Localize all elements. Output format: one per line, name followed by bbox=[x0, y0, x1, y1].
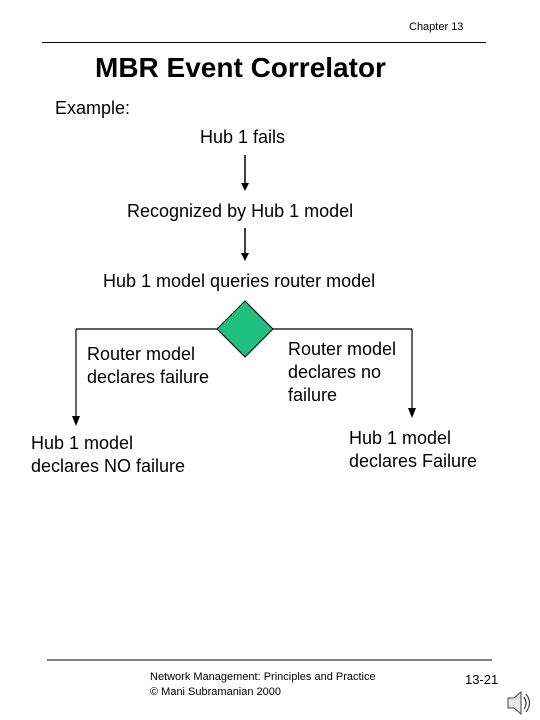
right-result: Hub 1 model declares Failure bbox=[349, 427, 477, 473]
left-result: Hub 1 model declares NO failure bbox=[31, 432, 185, 478]
example-label: Example: bbox=[55, 98, 131, 118]
right-branch-label: Router model declares no failure bbox=[288, 338, 396, 407]
right-result-line-2: declares Failure bbox=[349, 451, 478, 471]
left-branch-line-2: declares failure bbox=[87, 367, 210, 387]
right-branch-line-3: failure bbox=[288, 385, 338, 405]
right-branch-line-1: Router model bbox=[288, 339, 397, 359]
flow-step-queries: Hub 1 model queries router model bbox=[103, 271, 376, 291]
right-result-line-1: Hub 1 model bbox=[349, 428, 452, 448]
left-arrowhead bbox=[72, 416, 80, 426]
page-number: 13-21 bbox=[465, 672, 499, 687]
speaker-icon[interactable] bbox=[507, 690, 531, 716]
slide-title: MBR Event Correlator bbox=[95, 52, 386, 83]
left-result-line-2: declares NO failure bbox=[31, 456, 186, 476]
left-result-line-1: Hub 1 model bbox=[31, 433, 134, 453]
right-branch-line-2: declares no bbox=[288, 362, 382, 382]
arrowhead-2 bbox=[241, 253, 249, 261]
right-arrowhead bbox=[408, 408, 416, 418]
footer-text: Network Management: Principles and Pract… bbox=[150, 670, 376, 700]
arrowhead-1 bbox=[241, 183, 249, 191]
decision-diamond bbox=[216, 300, 274, 358]
chapter-label: Chapter 13 bbox=[409, 21, 464, 33]
header-rule bbox=[42, 42, 486, 43]
flow-step-hub-fails: Hub 1 fails bbox=[200, 127, 286, 147]
left-branch-label: Router model declares failure bbox=[87, 343, 209, 389]
flow-step-recognized: Recognized by Hub 1 model bbox=[127, 201, 354, 221]
left-branch-line-1: Router model bbox=[87, 344, 196, 364]
footer-copyright: © Mani Subramanian 2000 bbox=[150, 686, 282, 698]
footer-book-title: Network Management: Principles and Pract… bbox=[150, 671, 376, 683]
